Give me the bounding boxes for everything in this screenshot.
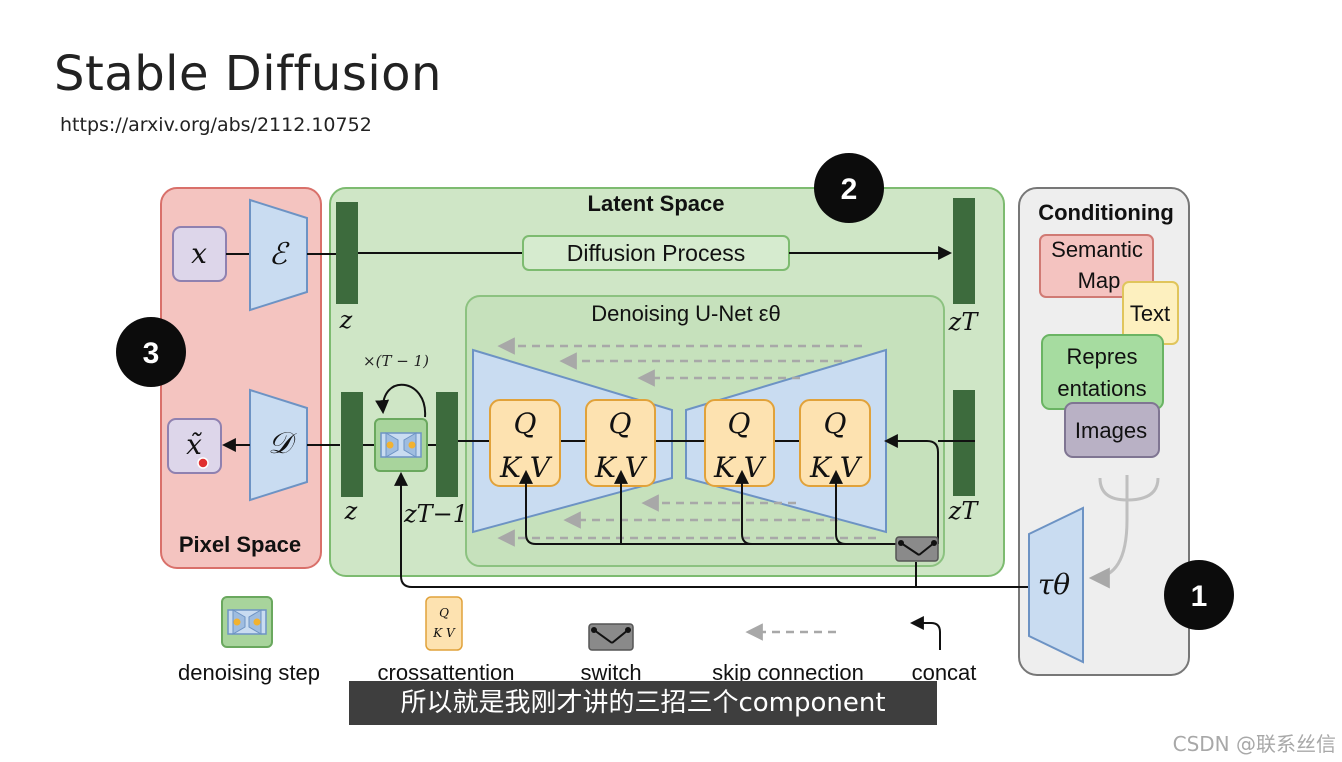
crossattention-block-4: Q K V (799, 399, 871, 487)
x-tilde-symbol: x̃ (186, 428, 202, 461)
encoder-module (249, 198, 308, 312)
conditioning-branch (1088, 475, 1160, 589)
switch-block (895, 536, 939, 562)
legend-switch-label: switch (580, 660, 641, 685)
z-top-bar (336, 202, 358, 304)
semantic-map-box (1039, 234, 1154, 298)
z-top-label: z (339, 306, 353, 334)
diffusion-process-label: Diffusion Process (567, 240, 746, 266)
images-label: Images (1075, 418, 1147, 443)
marker-3-circle (116, 317, 186, 387)
svg-text:Q: Q (824, 407, 847, 440)
encoder-symbol: ℰ (269, 237, 290, 272)
semantic-map-label-1: Semantic (1051, 237, 1143, 262)
svg-text:K V: K V (713, 451, 767, 484)
tau-encoder-module (1028, 506, 1084, 664)
z-T-minus-1-label: zT−1 (403, 500, 468, 528)
loop-arrow (375, 383, 427, 418)
marker-2-circle (814, 153, 884, 223)
legend-denoising-step-icon (221, 596, 273, 648)
marker-2-label: 2 (841, 173, 858, 206)
x-symbol: x (191, 237, 207, 270)
svg-text:Q: Q (439, 606, 449, 620)
x-tilde-output-box (167, 418, 222, 474)
skip-connections (497, 337, 876, 547)
z-T-top-label: zT (948, 308, 980, 336)
cursor-dot (197, 457, 209, 469)
legend-crossattention-icon: Q K V (425, 596, 463, 651)
svg-text:Q: Q (609, 407, 632, 440)
decoder-module (249, 388, 308, 502)
marker-1-label: 1 (1191, 580, 1208, 613)
z-T-bottom-bar (953, 390, 975, 496)
z-T-top-bar (953, 198, 975, 304)
marker-1-circle (1164, 560, 1234, 630)
legend-switch-icon (588, 623, 634, 651)
loop-count-label: ×(T − 1) (363, 352, 429, 370)
paper-url: https://arxiv.org/abs/2112.10752 (60, 114, 372, 136)
semantic-map-label-2: Map (1078, 268, 1121, 293)
pixel-space-label: Pixel Space (179, 532, 301, 557)
page-title: Stable Diffusion (54, 46, 442, 102)
watermark: CSDN @联系丝信 (1172, 732, 1336, 756)
conditioning-label: Conditioning (1038, 200, 1174, 225)
z-bottom-bar (341, 392, 363, 497)
legend-denoising-step-label: denoising step (178, 660, 320, 685)
legend-skip-connection-label: skip connection (712, 660, 864, 685)
tau-symbol: τθ (1038, 568, 1070, 601)
unet-label: Denoising U-Net εθ (591, 301, 781, 326)
text-condition-label: Text (1130, 301, 1170, 326)
marker-3-label: 3 (143, 337, 160, 370)
images-box (1064, 402, 1160, 458)
crossattention-block-3: Q K V (704, 399, 775, 487)
legend-crossattention-label: crossattention (378, 660, 515, 685)
representations-label-1: Repres (1067, 344, 1138, 369)
z-bottom-label: z (344, 497, 358, 525)
svg-text:Q: Q (728, 407, 751, 440)
representations-label-2: entations (1057, 376, 1146, 401)
latent-space-label: Latent Space (588, 191, 725, 216)
legend-concat-label: concat (912, 660, 977, 685)
z-T-minus-1-bar (436, 392, 458, 497)
crossattention-block-1: Q K V (489, 399, 561, 487)
legend-concat-icon (909, 616, 941, 650)
z-T-bottom-label: zT (948, 497, 980, 525)
video-subtitle: 所以就是我刚才讲的三招三个component (349, 681, 937, 725)
conditioning-routing (394, 434, 1056, 588)
svg-text:K V: K V (432, 626, 456, 640)
svg-text:Q: Q (514, 407, 537, 440)
